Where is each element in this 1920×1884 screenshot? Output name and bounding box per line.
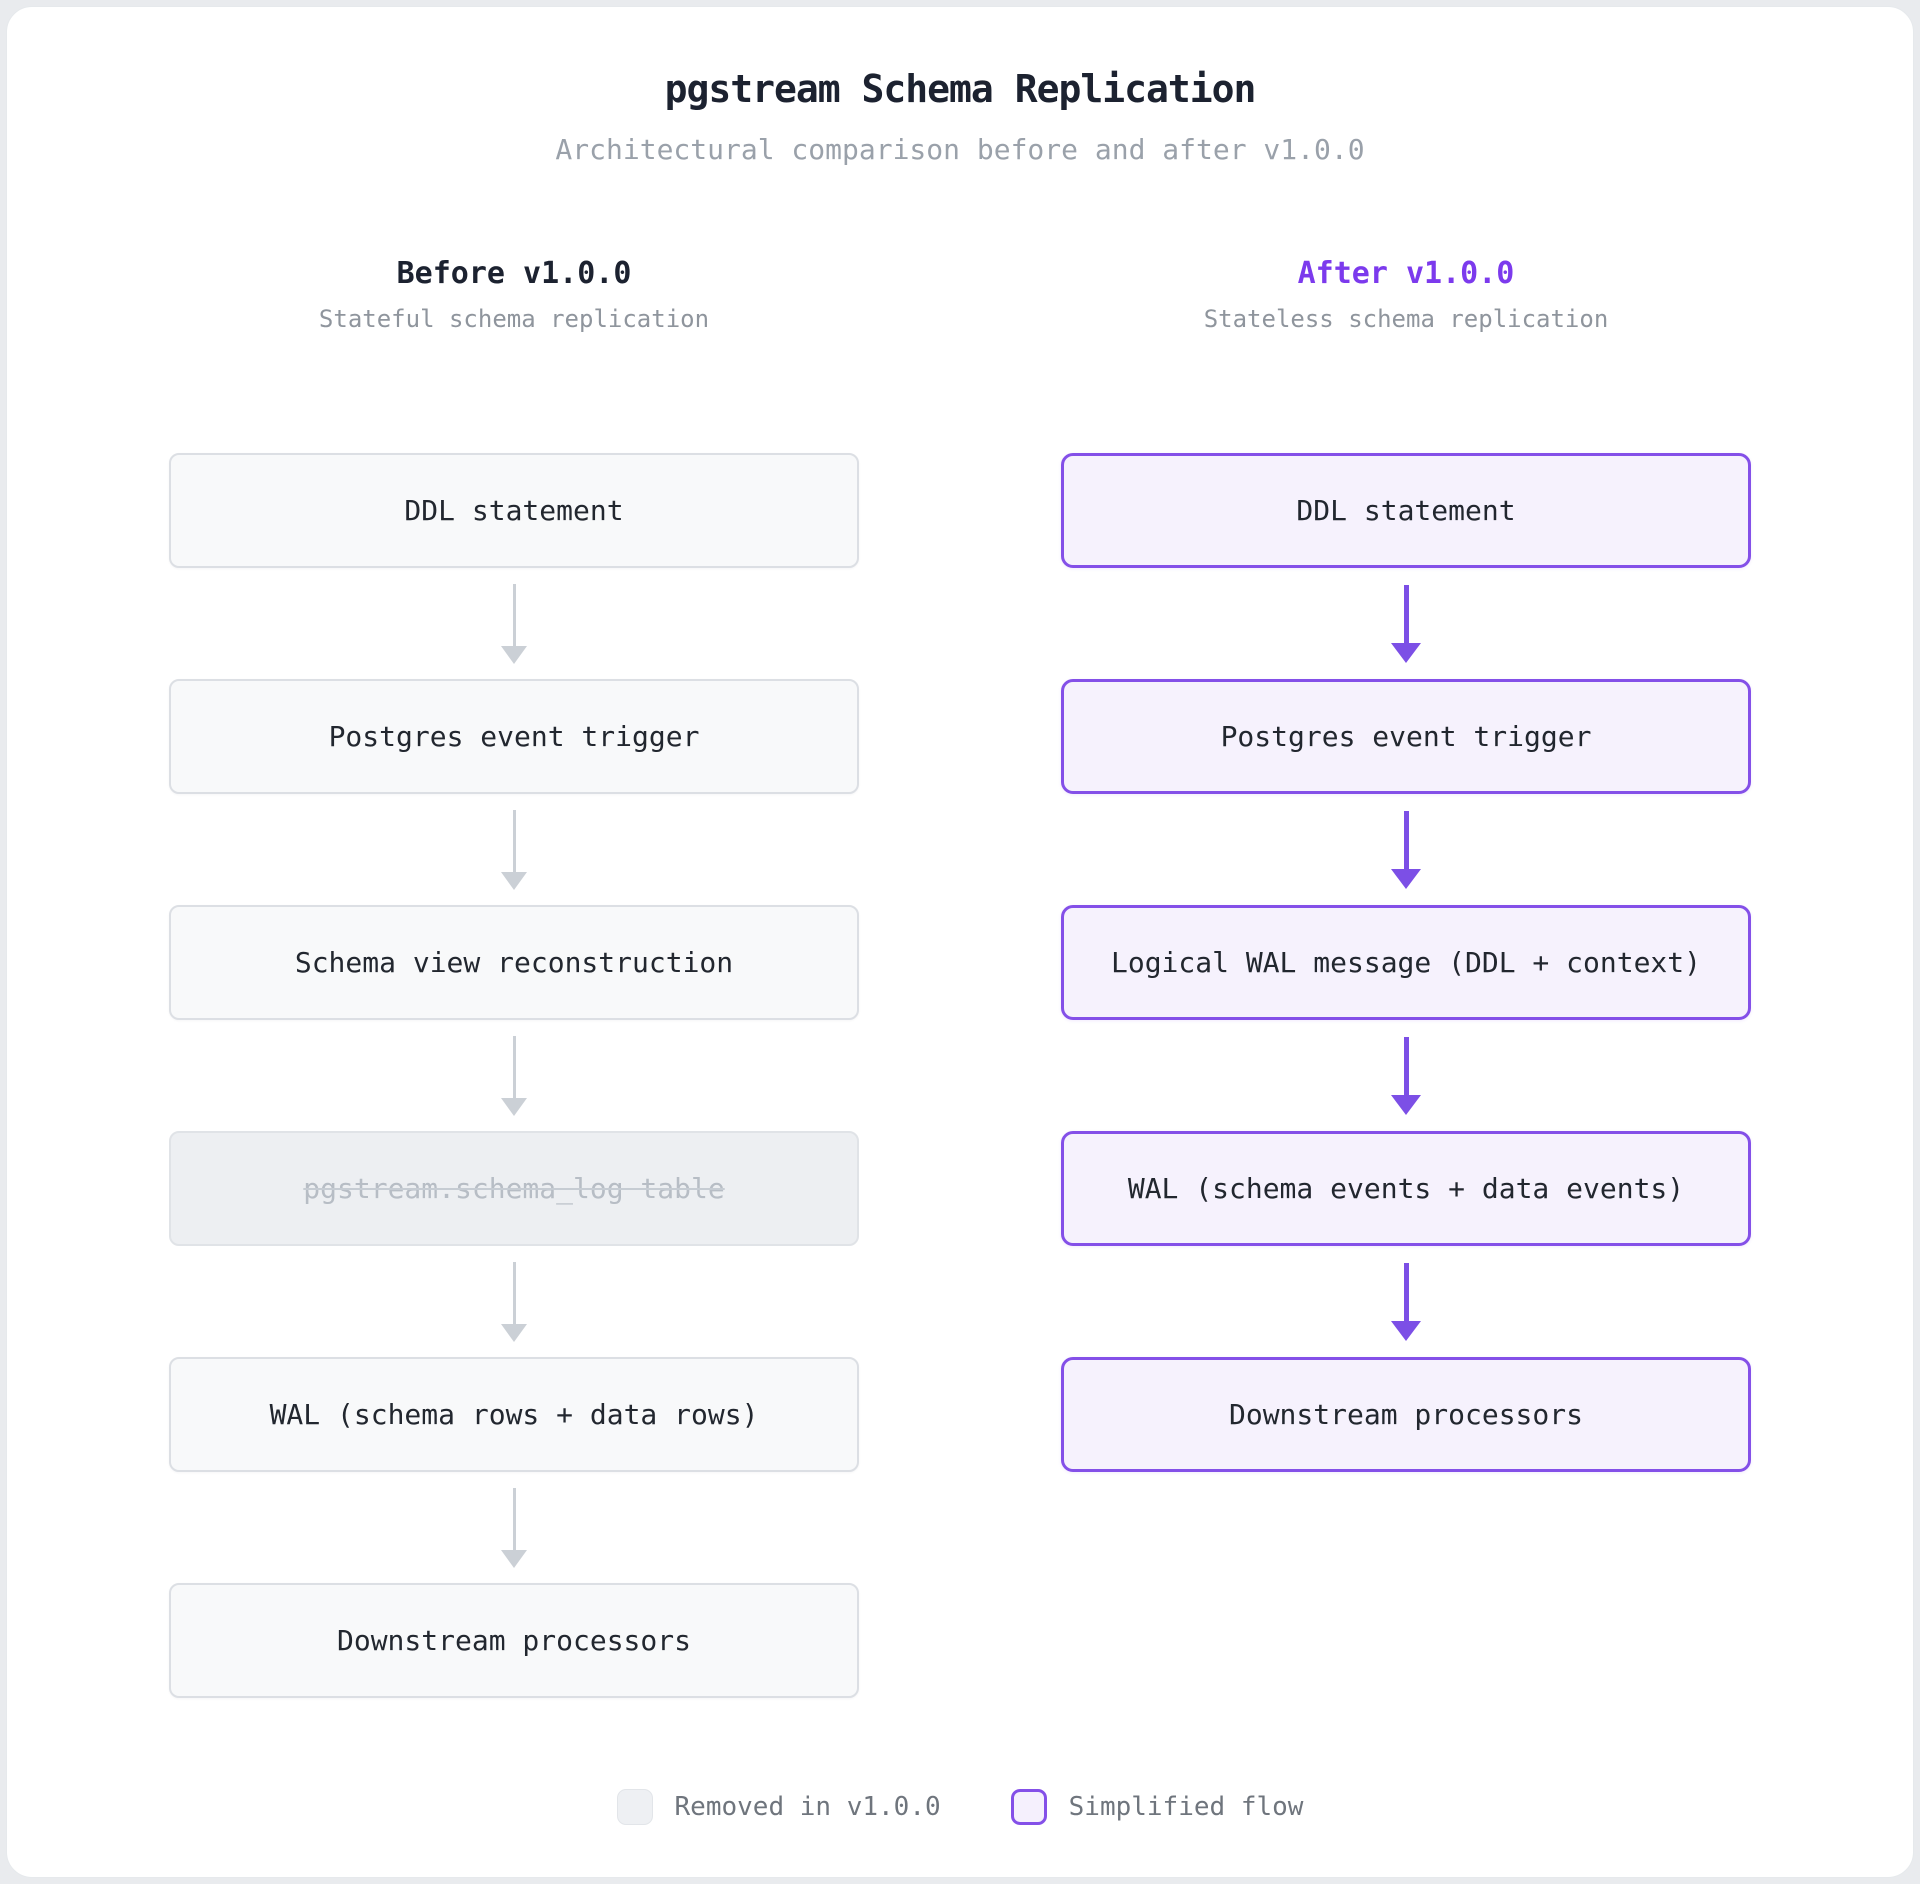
- arrow-shaft: [512, 1035, 516, 1098]
- page-title: pgstream Schema Replication: [664, 67, 1257, 111]
- node-downstream-processors-after: Downstream processors: [1061, 1357, 1751, 1472]
- arrow-shaft: [1403, 584, 1409, 643]
- node-postgres-event-trigger-after: Postgres event trigger: [1061, 679, 1751, 794]
- page-subtitle: Architectural comparison before and afte…: [555, 133, 1365, 166]
- arrow-head: [501, 871, 527, 890]
- column-before-flow: DDL statement Postgres event trigger Sch…: [169, 453, 859, 1698]
- arrow-shaft: [512, 1487, 516, 1550]
- legend-label-removed: Removed in v1.0.0: [674, 1792, 941, 1822]
- node-logical-wal-message: Logical WAL message (DDL + context): [1061, 905, 1751, 1020]
- arrow-shaft: [512, 583, 516, 646]
- node-wal-schema-events: WAL (schema events + data events): [1061, 1131, 1751, 1246]
- arrow-head: [1391, 868, 1421, 889]
- node-postgres-event-trigger-before: Postgres event trigger: [169, 679, 859, 794]
- column-before-header: Before v1.0.0 Stateful schema replicatio…: [169, 256, 859, 333]
- arrow-shaft: [512, 809, 516, 872]
- down-arrow-icon: [169, 1020, 859, 1131]
- arrow-head: [501, 1323, 527, 1342]
- arrow-head: [501, 1097, 527, 1116]
- down-arrow-icon: [169, 794, 859, 905]
- arrow-shaft: [1403, 1262, 1409, 1321]
- legend-item-simplified: Simplified flow: [1010, 1789, 1304, 1825]
- arrow-shaft: [512, 1261, 516, 1324]
- comparison-columns: Before v1.0.0 Stateful schema replicatio…: [7, 256, 1913, 1698]
- down-arrow-icon: [1061, 1020, 1751, 1131]
- arrow-shaft: [1403, 810, 1409, 869]
- removed-swatch-icon: [616, 1789, 653, 1825]
- column-before: Before v1.0.0 Stateful schema replicatio…: [169, 256, 859, 1698]
- column-after: After v1.0.0 Stateless schema replicatio…: [1061, 256, 1751, 1698]
- simplified-swatch-icon: [1010, 1789, 1047, 1825]
- arrow-head: [1391, 642, 1421, 663]
- down-arrow-icon: [169, 568, 859, 679]
- column-after-flow: DDL statement Postgres event trigger Log…: [1061, 453, 1751, 1472]
- arrow-head: [1391, 1094, 1421, 1115]
- arrow-head: [1391, 1320, 1421, 1341]
- legend-item-removed: Removed in v1.0.0: [616, 1789, 941, 1825]
- down-arrow-icon: [169, 1246, 859, 1357]
- column-before-title: Before v1.0.0: [396, 256, 632, 291]
- arrow-shaft: [1403, 1036, 1409, 1095]
- down-arrow-icon: [1061, 568, 1751, 679]
- down-arrow-icon: [1061, 794, 1751, 905]
- node-ddl-statement-before: DDL statement: [169, 453, 859, 568]
- legend: Removed in v1.0.0 Simplified flow: [7, 1789, 1913, 1825]
- node-schema-view-reconstruction: Schema view reconstruction: [169, 905, 859, 1020]
- node-wal-schema-rows: WAL (schema rows + data rows): [169, 1357, 859, 1472]
- node-ddl-statement-after: DDL statement: [1061, 453, 1751, 568]
- diagram-header: pgstream Schema Replication Architectura…: [7, 7, 1913, 166]
- column-after-subtitle: Stateless schema replication: [1203, 305, 1609, 333]
- arrow-head: [501, 645, 527, 664]
- column-after-header: After v1.0.0 Stateless schema replicatio…: [1061, 256, 1751, 333]
- legend-label-simplified: Simplified flow: [1068, 1792, 1304, 1822]
- node-schema-log-table-removed: pgstream.schema_log table: [169, 1131, 859, 1246]
- node-downstream-processors-before: Downstream processors: [169, 1583, 859, 1698]
- arrow-head: [501, 1549, 527, 1568]
- column-before-subtitle: Stateful schema replication: [318, 305, 710, 333]
- column-after-title: After v1.0.0: [1297, 256, 1515, 291]
- down-arrow-icon: [1061, 1246, 1751, 1357]
- down-arrow-icon: [169, 1472, 859, 1583]
- diagram-card: pgstream Schema Replication Architectura…: [6, 6, 1914, 1878]
